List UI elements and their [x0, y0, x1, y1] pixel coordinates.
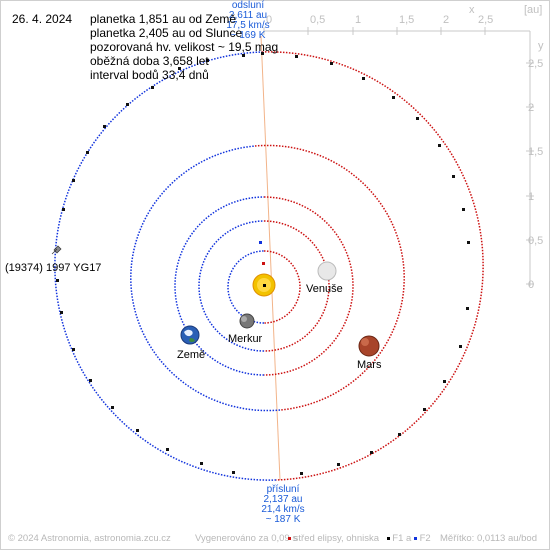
footer-scale: Měřítko: 0,0113 au/bod	[440, 533, 537, 544]
aphelion-label: odsluní 2,611 au 17,5 km/s ~ 169 K	[226, 0, 269, 41]
x-tick-label: 2,5	[478, 14, 493, 26]
footer-legend: střed elipsy, ohniska F1 a F2	[288, 533, 431, 544]
legend-f1-text: F1 a	[392, 533, 412, 544]
footer-copyright: © 2024 Astronomia, astronomia.zcu.cz	[8, 533, 171, 544]
legend-f2-text: F2	[419, 533, 431, 544]
footer-generated: Vygenerováno za 0,09 s	[195, 533, 298, 544]
perihelion-speed: 21,4 km/s	[261, 504, 304, 515]
y-tick-label: 0,5	[528, 235, 543, 247]
info-earth-distance: planetka 1,851 au od Země	[90, 12, 237, 26]
x-tick-label: 1	[355, 14, 361, 26]
info-magnitude: pozorovaná hv. velikost ~ 19,5 mag	[90, 40, 279, 54]
asteroid-marker	[51, 245, 62, 255]
asteroid-info: planetka 1,851 au od Země planetka 2,405…	[90, 12, 278, 82]
y-axis-label: y	[538, 40, 544, 52]
apsis-line	[260, 35, 281, 481]
x-axis-label: x	[469, 4, 475, 16]
aphelion-speed: 17,5 km/s	[226, 20, 269, 31]
legend-center-text: střed elipsy, ohniska	[293, 533, 380, 544]
ellipse-center-marker	[262, 262, 265, 265]
asteroid-label: (19374) 1997 YG17	[5, 262, 101, 274]
legend-f2-marker	[413, 536, 417, 540]
legend-center-marker	[288, 536, 291, 540]
legend-f1-marker	[386, 536, 390, 540]
x-tick-label: 1,5	[399, 14, 414, 26]
perihelion-temperature: ~ 187 K	[266, 514, 301, 525]
y-tick-label: 2,5	[528, 58, 543, 70]
venus-orbit	[263, 220, 330, 352]
mars-orbit	[254, 144, 405, 411]
venus-body	[317, 261, 337, 281]
earth-label: Země	[177, 349, 205, 361]
aphelion-temperature: ~ 169 K	[231, 30, 266, 41]
mars-label: Mars	[357, 359, 382, 371]
y-tick-label: 0	[528, 279, 534, 291]
earth-orbit	[263, 196, 354, 376]
focus-f2-marker	[259, 241, 262, 244]
sun	[252, 273, 276, 297]
date-label: 26. 4. 2024	[12, 12, 73, 26]
earth-orbit	[174, 196, 265, 376]
mars-body	[358, 335, 380, 357]
axis-labels: 0 0,5 1 1,5 2 2,5 x [au] y 2,5 2 1,5 1 0…	[266, 4, 544, 291]
y-tick-label: 1	[528, 191, 534, 203]
x-tick-label: 0,5	[310, 14, 325, 26]
y-tick-label: 1,5	[528, 146, 543, 158]
x-tick-label: 0	[266, 14, 272, 26]
axes	[263, 27, 534, 286]
info-sun-distance: planetka 2,405 au od Slunce	[90, 26, 243, 40]
info-point-interval: interval bodů 33,4 dnů	[90, 68, 209, 82]
perihelion-distance: 2,137 au	[264, 494, 303, 505]
orbits	[54, 51, 484, 481]
venus-label: Venuše	[306, 283, 343, 295]
perihelion-title: přísluní	[267, 484, 300, 495]
aphelion-title: odsluní	[232, 0, 264, 11]
asteroid-orbit	[261, 51, 484, 481]
asteroid-orbit	[54, 51, 277, 481]
info-period: oběžná doba 3,658 let	[90, 54, 209, 68]
venus-orbit	[198, 220, 265, 352]
x-tick-label: 2	[443, 14, 449, 26]
axis-unit: [au]	[524, 4, 542, 16]
mercury-orbit	[263, 250, 301, 324]
y-tick-label: 2	[528, 102, 534, 114]
asteroid-orbit-markers	[56, 52, 470, 475]
aphelion-distance: 2,611 au	[229, 10, 267, 21]
mars-orbit	[130, 145, 281, 412]
perihelion-label: přísluní 2,137 au 21,4 km/s ~ 187 K	[261, 484, 304, 525]
mercury-label: Merkur	[228, 333, 263, 345]
